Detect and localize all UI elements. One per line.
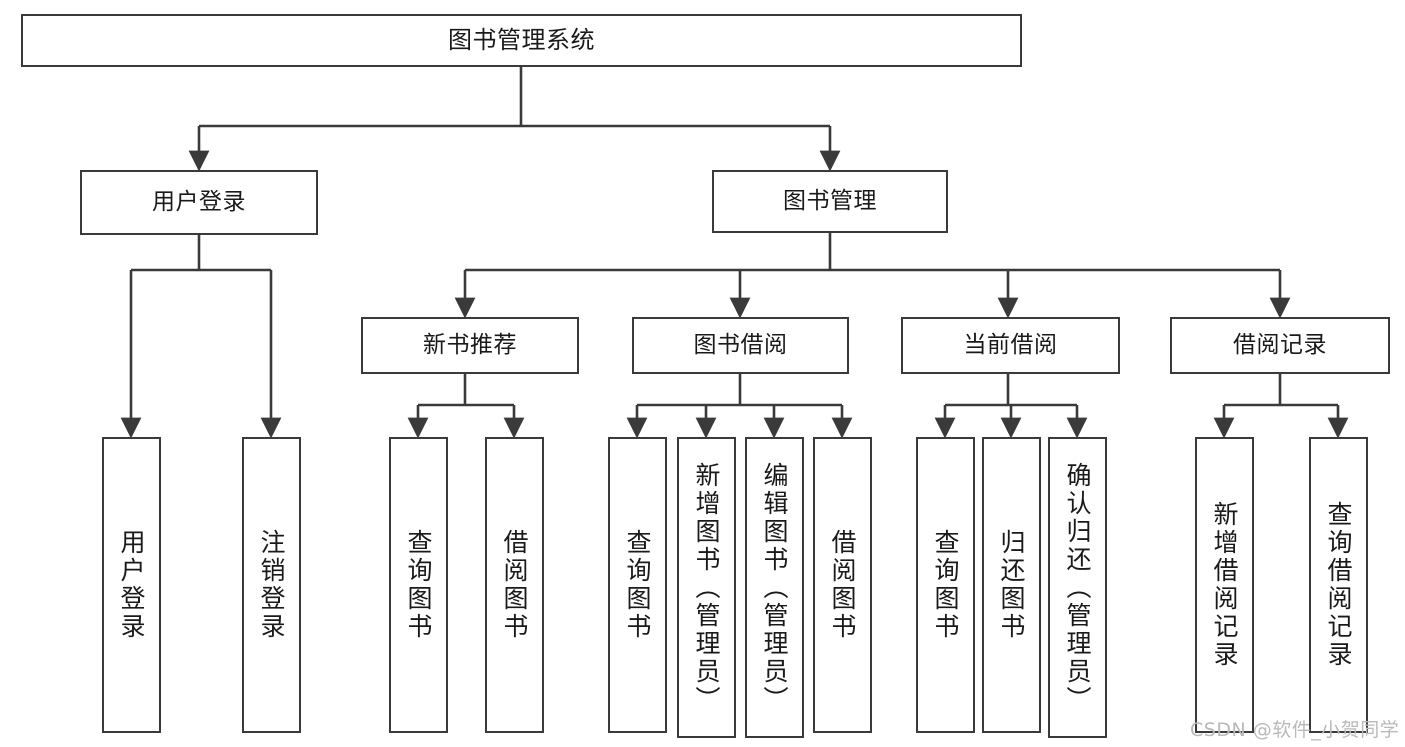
node-book-borrow[interactable]: 图书借阅 (632, 317, 849, 374)
node-leaf-borrow-book-2-label: 借阅图书 (828, 529, 857, 641)
node-leaf-add-record-label: 新增借阅记录 (1210, 501, 1239, 669)
node-new-book-recommend[interactable]: 新书推荐 (361, 317, 579, 374)
node-user-login[interactable]: 用户登录 (80, 170, 318, 235)
node-leaf-return-book[interactable]: 归还图书 (982, 437, 1041, 733)
node-leaf-return-book-label: 归还图书 (997, 529, 1026, 641)
node-leaf-query-book-1-label: 查询图书 (404, 529, 433, 641)
node-user-login-label: 用户登录 (152, 188, 246, 215)
node-leaf-confirm-return[interactable]: 确认归还（管理员） (1048, 437, 1107, 738)
node-borrow-record-label: 借阅记录 (1233, 331, 1327, 358)
node-leaf-add-book-label: 新增图书（管理员） (692, 461, 721, 714)
node-leaf-query-book-1[interactable]: 查询图书 (389, 437, 448, 733)
node-leaf-edit-book-label: 编辑图书（管理员） (760, 461, 789, 714)
node-current-borrow[interactable]: 当前借阅 (901, 317, 1120, 374)
node-leaf-user-login[interactable]: 用户登录 (102, 437, 161, 733)
node-leaf-user-login-label: 用户登录 (117, 529, 146, 641)
node-current-borrow-label: 当前借阅 (963, 331, 1058, 358)
node-book-manage[interactable]: 图书管理 (712, 170, 948, 233)
node-leaf-query-book-3-label: 查询图书 (931, 529, 960, 641)
node-leaf-edit-book[interactable]: 编辑图书（管理员） (745, 437, 804, 738)
node-leaf-logout-login[interactable]: 注销登录 (242, 437, 301, 733)
node-leaf-confirm-return-label: 确认归还（管理员） (1063, 461, 1092, 714)
node-leaf-query-record[interactable]: 查询借阅记录 (1309, 437, 1368, 733)
node-book-borrow-label: 图书借阅 (693, 331, 788, 358)
node-leaf-borrow-book-1[interactable]: 借阅图书 (485, 437, 544, 733)
node-leaf-add-book[interactable]: 新增图书（管理员） (677, 437, 736, 738)
node-leaf-query-book-3[interactable]: 查询图书 (916, 437, 975, 733)
node-root[interactable]: 图书管理系统 (21, 14, 1022, 67)
node-leaf-borrow-book-1-label: 借阅图书 (500, 529, 529, 641)
node-borrow-record[interactable]: 借阅记录 (1170, 317, 1390, 374)
node-root-label: 图书管理系统 (448, 26, 595, 55)
node-book-manage-label: 图书管理 (783, 187, 877, 214)
node-leaf-query-book-2-label: 查询图书 (623, 529, 652, 641)
node-leaf-logout-login-label: 注销登录 (257, 529, 286, 641)
node-leaf-query-book-2[interactable]: 查询图书 (608, 437, 667, 733)
csdn-watermark: CSDN @软件_小贺同学 (1190, 719, 1400, 741)
node-new-book-recommend-label: 新书推荐 (423, 331, 517, 358)
node-leaf-add-record[interactable]: 新增借阅记录 (1195, 437, 1254, 733)
node-leaf-query-record-label: 查询借阅记录 (1324, 501, 1353, 669)
node-leaf-borrow-book-2[interactable]: 借阅图书 (813, 437, 872, 733)
